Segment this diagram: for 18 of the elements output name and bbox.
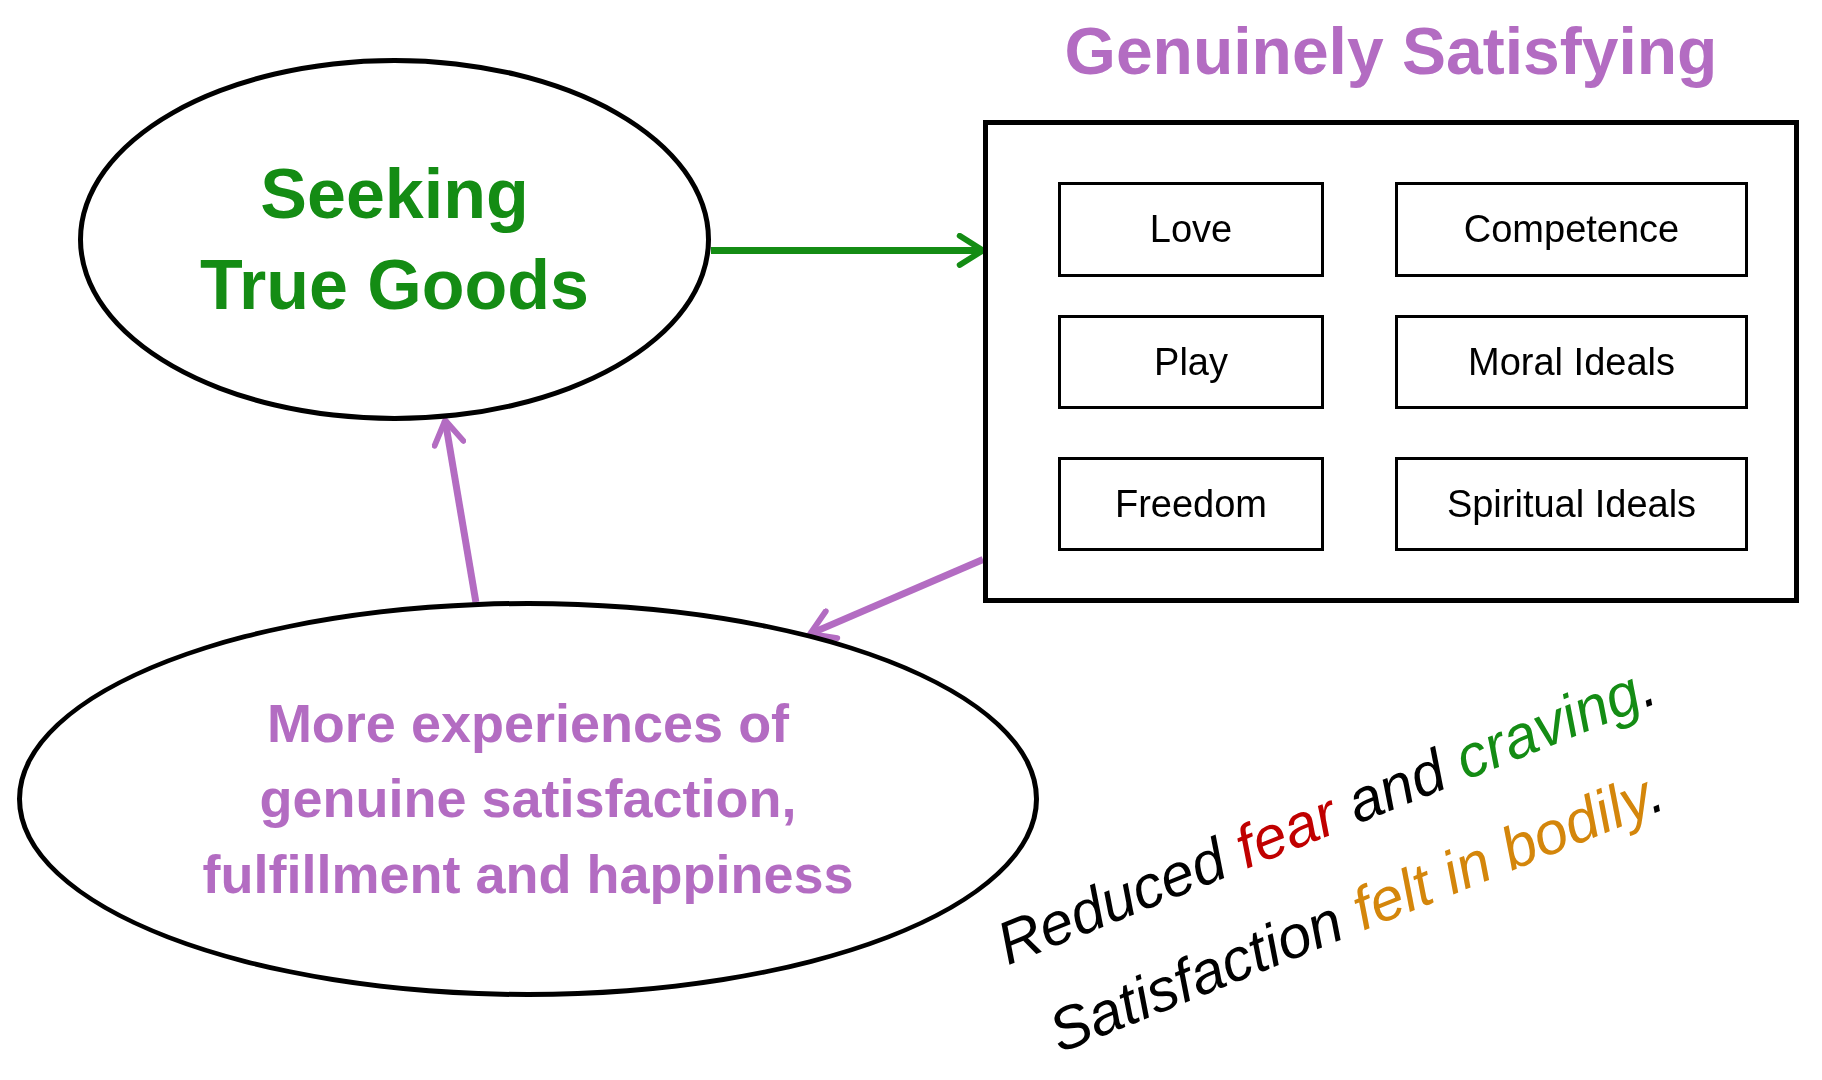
item-box (1395, 315, 1748, 409)
item-box (1395, 457, 1748, 551)
arrow (807, 556, 985, 641)
node-label: Seeking True Goods (199, 153, 590, 326)
node-label: More experiences of genuine satisfaction, fulfillment and happiness (201, 691, 855, 906)
node-label: Spiritual Ideals (1446, 482, 1697, 526)
item-box (1058, 315, 1324, 409)
item-box (1058, 457, 1324, 551)
node-label: Love (1149, 208, 1233, 251)
node-label: Play (1154, 340, 1228, 384)
heading: Genuinely Satisfying (1063, 13, 1719, 89)
arrow (431, 417, 480, 603)
item-box (1395, 182, 1748, 277)
node-label: Moral Ideals (1468, 340, 1675, 384)
item-box (1058, 182, 1324, 277)
node-label: Freedom (1114, 482, 1268, 526)
node-label: Competence (1463, 208, 1680, 251)
ellipse-node (78, 58, 711, 421)
